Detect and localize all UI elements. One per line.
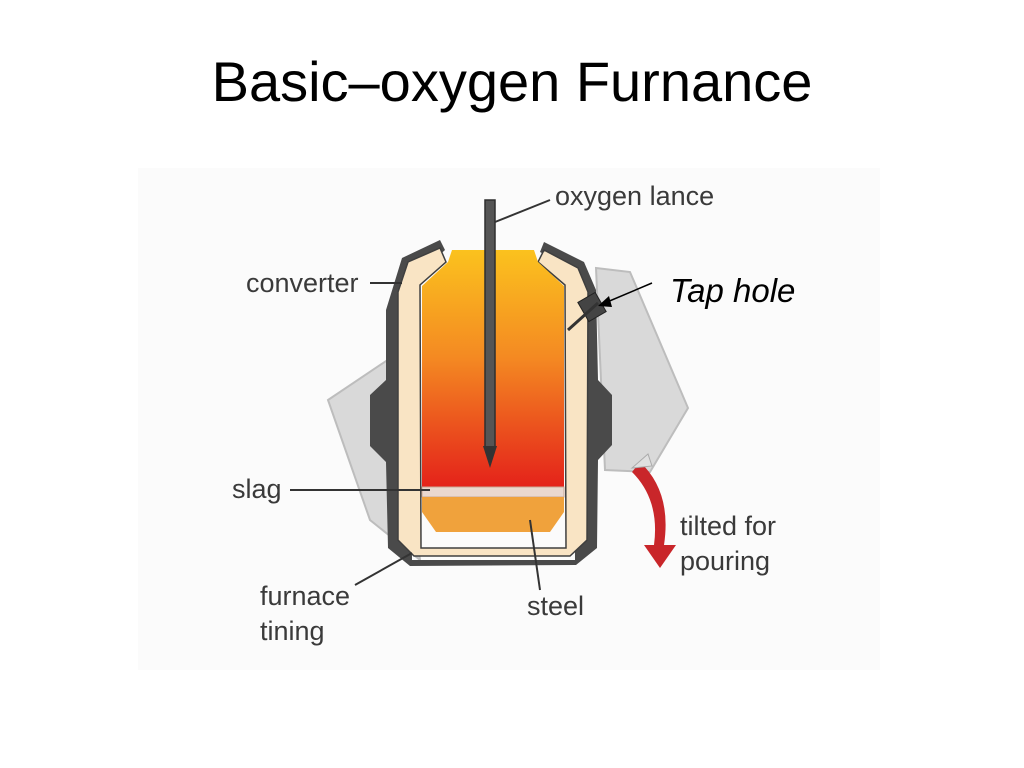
label-tap-hole: Tap hole (670, 272, 796, 309)
slide-title: Basic–oxygen Furnance (211, 50, 813, 113)
label-slag: slag (232, 474, 282, 504)
tilt-arrow-icon (632, 462, 676, 568)
tap-hole-channel (566, 301, 600, 332)
lance-tip-arrow (483, 446, 497, 468)
label-steel: steel (527, 591, 584, 621)
slag-layer (421, 486, 565, 498)
converter-shell (370, 240, 612, 566)
steel-bath (422, 497, 564, 532)
leader-oxygen-lance (494, 199, 551, 223)
leader-tap-hole-arrowhead (598, 296, 612, 307)
label-tilted-line2: pouring (680, 546, 770, 576)
label-furnace-lining-line2: tining (260, 616, 325, 646)
leader-furnace-lining (354, 552, 413, 586)
label-converter: converter (246, 268, 359, 298)
oxygen-lance (484, 199, 496, 449)
tilt-arrow-tail (630, 453, 653, 469)
label-tilted-line1: tilted for (680, 511, 776, 541)
leader-steel (529, 519, 541, 591)
label-furnace-lining-line1: furnace (260, 581, 350, 611)
furnace-lining (397, 247, 589, 557)
label-oxygen-lance: oxygen lance (555, 181, 714, 211)
